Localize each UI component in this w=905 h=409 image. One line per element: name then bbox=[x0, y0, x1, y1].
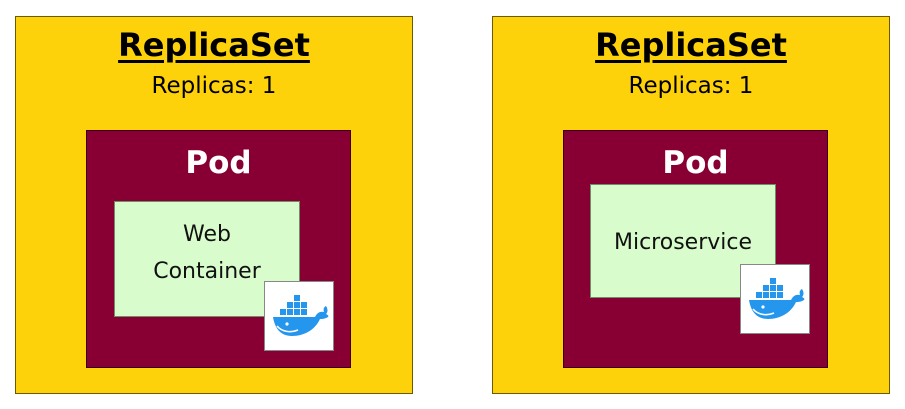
pod-title: Pod bbox=[662, 145, 729, 181]
container-label-line1: Web bbox=[183, 222, 231, 247]
replicaset-title: ReplicaSet bbox=[118, 26, 310, 64]
container-box-web: Web Container bbox=[114, 201, 300, 317]
pod-title: Pod bbox=[185, 145, 252, 181]
replicas-count: Replicas: 1 bbox=[151, 73, 277, 99]
docker-whale-icon bbox=[264, 281, 334, 351]
replicaset-box-right: ReplicaSet Replicas: 1 Pod Microservice bbox=[492, 16, 890, 394]
pod-box: Pod Microservice bbox=[563, 130, 828, 368]
replicaset-title: ReplicaSet bbox=[595, 26, 787, 64]
container-label: Web Container bbox=[153, 219, 261, 299]
pod-box: Pod Web Container bbox=[86, 130, 351, 368]
docker-whale-icon bbox=[740, 264, 810, 334]
replicas-count: Replicas: 1 bbox=[628, 73, 754, 99]
container-label-line2: Container bbox=[153, 259, 261, 284]
container-label: Microservice bbox=[613, 230, 752, 255]
replicaset-box-left: ReplicaSet Replicas: 1 Pod Web Container bbox=[15, 16, 413, 394]
